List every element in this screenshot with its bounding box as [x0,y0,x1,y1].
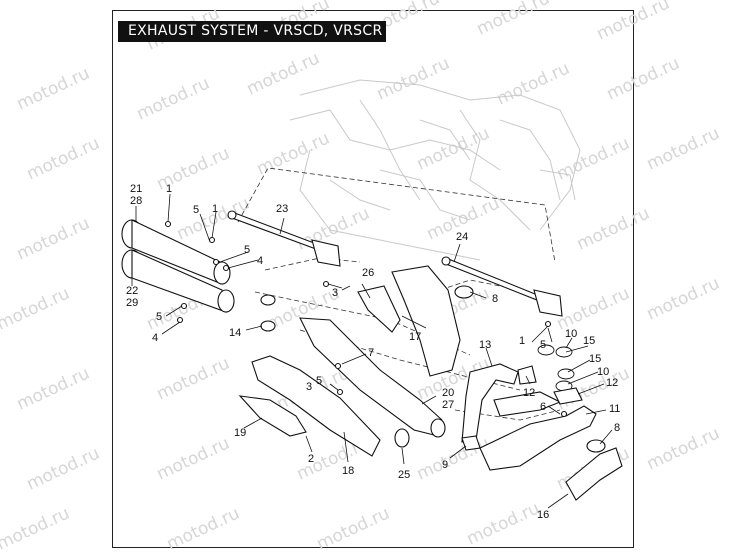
callout-1: 1 [166,183,172,195]
clamp-9 [461,435,481,451]
callout-1: 1 [212,203,218,215]
callout-11: 11 [609,403,620,415]
frame-ghost-drawing [289,79,581,261]
callout-15: 15 [583,335,595,347]
heat-shield-17 [391,265,461,377]
watermark-text: motod.ru [374,53,453,104]
clamp-8-upper [454,285,474,299]
watermark-text: motod.ru [14,363,93,414]
callout-4: 4 [152,332,158,344]
callout-20: 20 [442,387,454,399]
callout-3: 3 [306,381,312,393]
watermark-text: motod.ru [164,503,243,554]
callout-17: 17 [409,331,421,343]
watermark-text: motod.ru [494,58,573,109]
callout-5: 5 [316,375,322,387]
callout-12: 12 [523,387,535,399]
header-pipe-13 [461,363,519,443]
watermark-text: motod.ru [14,63,93,114]
watermark-text: motod.ru [644,273,723,324]
watermark-text: motod.ru [314,503,393,554]
callout-7: 7 [368,347,374,359]
bracket-23 [227,210,341,267]
watermark-text: motod.ru [574,203,653,254]
header-pipe-11 [479,391,597,471]
callout-5: 5 [193,204,199,216]
callout-21: 21 [130,183,142,195]
callout-layer: 1112334455555678891010111212131415151617… [126,183,620,521]
callout-10: 10 [597,366,609,378]
pipe-16 [565,447,623,501]
callout-5: 5 [156,311,162,323]
callout-16: 16 [537,509,549,521]
callout-8: 8 [492,293,498,305]
watermark-text: motod.ru [0,283,73,334]
watermark-text: motod.ru [14,213,93,264]
watermark-text: motod.ru [414,433,493,484]
gasket-set [517,344,583,405]
bracket-24 [441,256,563,317]
watermark-text: motod.ru [24,443,103,494]
callout-2: 2 [308,453,314,465]
watermark-text: motod.ru [644,123,723,174]
diagram-frame [112,10,634,548]
watermark-text: motod.ru [464,498,543,549]
watermark-text: motod.ru [554,133,633,184]
watermark-text: motod.ru [0,503,73,554]
clamp-25 [394,428,410,448]
callout-28: 28 [130,195,142,207]
muffler-lower [121,249,235,313]
callout-18: 18 [342,465,354,477]
watermark-text: motod.ru [554,363,633,414]
diagram-title: EXHAUST SYSTEM - VRSCD, VRSCR [118,21,386,42]
callout-1: 1 [519,335,525,347]
callout-10: 10 [565,328,577,340]
callout-8: 8 [614,422,620,434]
callout-19: 19 [234,427,246,439]
watermark-text: motod.ru [594,0,673,45]
callout-5: 5 [540,339,546,351]
callout-4: 4 [257,255,263,267]
callout-6: 6 [540,401,546,413]
watermark-text: motod.ru [134,73,213,124]
fasteners [164,220,568,418]
callout-3: 3 [332,287,338,299]
watermark-text: motod.ru [154,353,233,404]
callout-24: 24 [456,231,468,243]
callout-23: 23 [276,203,288,215]
callout-13: 13 [479,339,491,351]
watermark-text: motod.ru [154,433,233,484]
callout-14: 14 [229,327,241,339]
clamp-14 [260,294,276,332]
watermark-text: motod.ru [554,283,633,334]
heat-shield-19 [238,395,307,437]
heat-shield-18 [251,355,381,457]
callout-5: 5 [244,244,250,256]
callout-27: 27 [442,399,454,411]
callout-25: 25 [398,469,410,481]
callout-29: 29 [126,297,138,309]
watermark-text: motod.ru [644,423,723,474]
callout-15: 15 [589,353,601,365]
callout-12: 12 [606,377,618,389]
callout-26: 26 [362,267,374,279]
callout-22: 22 [126,285,138,297]
heat-shield-26 [357,285,401,333]
watermark-text: motod.ru [414,123,493,174]
watermark-text: motod.ru [604,53,683,104]
callout-9: 9 [442,459,448,471]
watermark-text: motod.ru [474,0,553,40]
leader-lines [131,193,613,509]
watermark-text: motod.ru [24,133,103,184]
